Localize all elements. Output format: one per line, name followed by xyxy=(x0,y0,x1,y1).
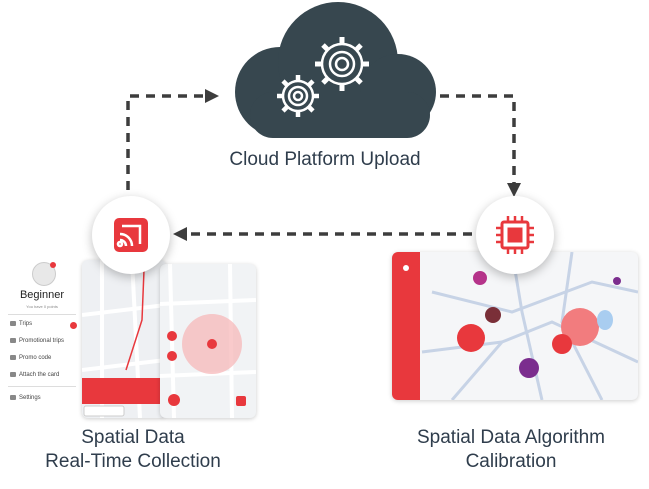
arrow-collection-to-cloud xyxy=(126,89,219,190)
cloud-shape xyxy=(235,2,436,138)
wireless-cast-icon xyxy=(114,218,148,252)
profile-panel: Beginner You have 0 points Trips Promoti… xyxy=(0,256,84,418)
calibration-map-screen xyxy=(392,252,638,400)
menu-trips-label: Trips xyxy=(19,321,33,328)
gears-icon xyxy=(277,37,369,117)
phone-mockups: Beginner You have 0 points Trips Promoti… xyxy=(0,256,260,418)
collection-label: Spatial Data Real-Time Collection xyxy=(18,426,248,474)
menu-trips[interactable]: Trips xyxy=(10,321,32,327)
calibration-label: Spatial Data Algorithm Calibration xyxy=(388,426,634,474)
cluster-map xyxy=(392,252,638,400)
collection-label-line2: Real-Time Collection xyxy=(45,451,221,472)
processor-chip-icon xyxy=(496,216,534,254)
route-map xyxy=(82,260,166,418)
calibration-label-line1: Spatial Data Algorithm xyxy=(417,427,605,448)
settings-icon xyxy=(10,395,16,400)
arrow-cloud-to-calibration xyxy=(440,94,521,197)
collection-badge xyxy=(92,196,170,274)
divider xyxy=(8,314,76,315)
collection-label-line1: Spatial Data xyxy=(81,427,185,448)
calibration-label-line2: Calibration xyxy=(465,451,557,472)
location-map xyxy=(160,264,256,418)
profile-name: Beginner xyxy=(19,289,65,301)
card-icon xyxy=(10,372,16,377)
map-screen-location xyxy=(160,264,256,418)
trips-icon xyxy=(10,321,16,326)
divider xyxy=(8,386,76,387)
menu-promotional-trips-label: Promotional trips xyxy=(19,338,65,345)
trips-badge xyxy=(70,322,77,329)
avatar-badge xyxy=(50,262,56,268)
menu-promo-code-label: Promo code xyxy=(19,355,52,362)
profile-subtitle: You have 0 points xyxy=(26,304,58,309)
menu-attach-card-label: Attach the card xyxy=(19,372,60,379)
menu-settings[interactable]: Settings xyxy=(10,395,41,401)
promo-trips-icon xyxy=(10,338,16,343)
menu-promotional-trips[interactable]: Promotional trips xyxy=(10,338,64,344)
promo-code-icon xyxy=(10,355,16,360)
cloud-label: Cloud Platform Upload xyxy=(229,149,421,170)
menu-settings-label: Settings xyxy=(19,395,41,402)
menu-attach-card[interactable]: Attach the card xyxy=(10,372,59,378)
menu-promo-code[interactable]: Promo code xyxy=(10,355,51,361)
map-screen-route xyxy=(82,260,166,418)
calibration-badge xyxy=(476,196,554,274)
